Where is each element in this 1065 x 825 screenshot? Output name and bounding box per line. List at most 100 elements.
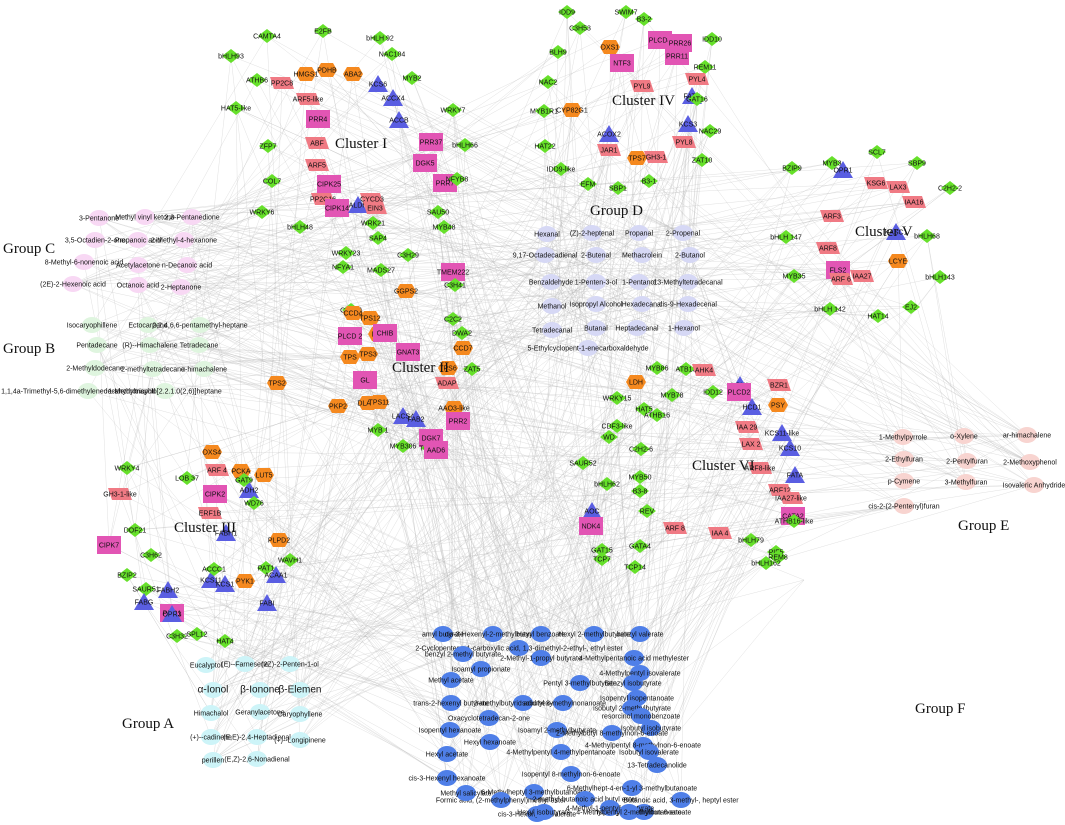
gene-node[interactable]: TPS7	[627, 151, 647, 165]
metabolite-node[interactable]: Methanol	[538, 298, 567, 314]
metabolite-node[interactable]: 1-Pentanol	[622, 274, 656, 290]
metabolite-node[interactable]: (2Z)-2-Penten-1-ol	[261, 656, 319, 672]
gene-node[interactable]: MYB78	[661, 388, 684, 402]
metabolite-node[interactable]: Hexanal	[534, 226, 560, 242]
gene-node[interactable]: B3-8	[631, 484, 649, 498]
metabolite-node[interactable]: 1-Methyltricyclo[2.2.1.0(2,6)]heptane	[108, 383, 222, 399]
gene-node[interactable]: C2H2-6	[629, 442, 653, 456]
gene-node[interactable]: WRKY7	[441, 103, 466, 117]
gene-node[interactable]: MYB86	[646, 361, 669, 375]
metabolite-node[interactable]: Butanal	[584, 320, 608, 336]
gene-node[interactable]: ATB13	[676, 362, 697, 376]
gene-node[interactable]: SCL7	[868, 145, 886, 159]
gene-node[interactable]: PLCD4	[648, 31, 672, 49]
metabolite-node[interactable]: benzyl 2-methyl butyrate	[425, 646, 501, 662]
gene-node[interactable]: EJ2	[902, 300, 920, 314]
metabolite-node[interactable]: 3-Methylfuran	[945, 474, 988, 490]
metabolite-node[interactable]: amyl butyrate	[422, 626, 464, 642]
gene-node[interactable]: ACCC1	[202, 562, 226, 576]
metabolite-node[interactable]: 2-Cyclopentene-1-carboxylic acid, 1,3-di…	[415, 640, 623, 656]
gene-node[interactable]: IAA27	[850, 270, 874, 282]
gene-node[interactable]: NFYA1	[332, 260, 354, 274]
gene-node[interactable]: IDD9	[558, 5, 576, 19]
metabolite-node[interactable]: Propanoic acid	[115, 232, 161, 248]
metabolite-node[interactable]: (2E)-2-Hexenoic acid	[40, 276, 106, 292]
gene-node[interactable]: CIPK14	[325, 199, 349, 217]
gene-node[interactable]: bHLH66	[452, 138, 478, 152]
gene-node[interactable]: HAT22	[534, 139, 556, 153]
metabolite-node[interactable]: 1-Methylpyrrole	[879, 429, 927, 445]
gene-node[interactable]: ARF 4	[205, 464, 229, 476]
metabolite-node[interactable]: 4-Methylpentyl 4-methylpentanoate	[506, 744, 616, 760]
gene-node[interactable]: JAR1	[597, 144, 621, 156]
gene-node[interactable]: TPS6	[438, 361, 458, 375]
metabolite-node[interactable]: Isobutyl 8-methylnon-6-enoate	[597, 804, 692, 820]
gene-node[interactable]: PSY	[768, 398, 788, 412]
gene-node[interactable]: TPS	[340, 350, 360, 364]
gene-node[interactable]: C3H32	[166, 629, 188, 643]
metabolite-node[interactable]: 4-Methylpentanoic acid methylester	[579, 650, 690, 666]
gene-node[interactable]: REM11	[694, 60, 717, 74]
gene-node[interactable]: MYB3	[822, 156, 842, 170]
gene-node[interactable]: SAP4	[369, 231, 387, 245]
gene-node[interactable]: NAC2	[539, 75, 558, 89]
gene-node[interactable]: FABH2	[157, 581, 179, 598]
metabolite-node[interactable]: 8-Methyl-6-nonenoic acid	[45, 254, 124, 270]
metabolite-node[interactable]: 2,3-Pentanedione	[164, 209, 220, 225]
metabolite-node[interactable]: 1-Hexanol	[668, 320, 700, 336]
gene-node[interactable]: OPR1	[833, 161, 853, 178]
gene-node[interactable]: ACCX4	[381, 89, 405, 106]
metabolite-node[interactable]: Isopentyl 8-methylnon-6-enoate	[522, 766, 621, 782]
gene-node[interactable]: ARF 8	[663, 522, 687, 534]
metabolite-node[interactable]: Hexyl 2-methylbutyrate	[558, 626, 630, 642]
metabolite-node[interactable]: Hexyl benzoate	[517, 626, 565, 642]
gene-node[interactable]: E2FB	[314, 24, 332, 38]
gene-node[interactable]: B3-2	[635, 12, 653, 26]
gene-node[interactable]: C3H62	[140, 548, 162, 562]
metabolite-node[interactable]: Heptadecanal	[615, 320, 659, 336]
metabolite-node[interactable]: Butanoic acid, 3-methyl-, heptyl ester	[623, 792, 739, 808]
gene-node[interactable]: COL7	[263, 174, 281, 188]
gene-node[interactable]: TPS3	[358, 347, 378, 361]
metabolite-node[interactable]: β-Ionone	[240, 682, 280, 698]
metabolite-node[interactable]: 4-Methylpentyl 2-methylbutanoate	[576, 804, 682, 820]
metabolite-node[interactable]: Hexyl hexanoate	[464, 734, 516, 750]
gene-node[interactable]: ABF	[305, 137, 329, 149]
gene-node[interactable]: SAU50	[427, 205, 449, 219]
gene-node[interactable]: GGPS2	[394, 284, 418, 298]
gene-node[interactable]: ARF5	[305, 159, 329, 171]
gene-node[interactable]: C3H53	[569, 21, 591, 35]
gene-node[interactable]: PKP2	[328, 399, 348, 413]
gene-node[interactable]: NAC29	[699, 124, 722, 138]
gene-node[interactable]: PYL8	[672, 136, 696, 148]
metabolite-node[interactable]: Pentadecane	[76, 337, 118, 353]
metabolite-node[interactable]: α-Ionol	[198, 682, 229, 698]
metabolite-node[interactable]: o-Xylene	[950, 428, 978, 444]
gene-node[interactable]: CIPK2	[203, 485, 227, 503]
metabolite-node[interactable]: 2-methyltetradecane	[121, 361, 185, 377]
gene-node[interactable]: AAO3-like	[438, 401, 470, 415]
metabolite-node[interactable]: Ectocarpene	[128, 317, 168, 333]
gene-node[interactable]: ADAP	[435, 377, 459, 389]
gene-node[interactable]: FATA	[785, 466, 805, 483]
gene-node[interactable]: TPS2	[267, 376, 287, 390]
metabolite-node[interactable]: Tetradecane	[180, 337, 219, 353]
metabolite-node[interactable]: ar-himachalene	[1003, 427, 1051, 443]
metabolite-node[interactable]: Hexyl isobutyrate	[517, 804, 571, 820]
gene-node[interactable]: FABG	[134, 593, 154, 610]
metabolite-node[interactable]: Pentyl 3-methylbutyrate	[543, 675, 617, 691]
gene-node[interactable]: FAB2	[406, 410, 426, 427]
gene-node[interactable]: PYL9	[630, 80, 654, 92]
gene-node[interactable]: LAX 2	[739, 438, 763, 450]
metabolite-node[interactable]: Isobutyl 8-methylnonanoate	[520, 695, 606, 711]
metabolite-node[interactable]: resorcinol monobenzoate	[602, 708, 681, 724]
gene-node[interactable]: ATHB16-like	[775, 514, 814, 528]
metabolite-node[interactable]: Formic acid, (2-methylphenyl)methyl este…	[436, 792, 567, 808]
gene-node[interactable]: MYB35	[783, 269, 806, 283]
gene-node[interactable]: PRR4	[306, 110, 330, 128]
metabolite-node[interactable]: (+)--cadinene	[190, 729, 232, 745]
gene-node[interactable]: ACCB	[389, 111, 409, 128]
metabolite-node[interactable]: 2-Propenal	[666, 225, 701, 241]
metabolite-node[interactable]: 1,1,4a-Trimethyl-5,6-dimethylenedecahydr…	[1, 383, 175, 399]
gene-node[interactable]: DGK5	[413, 154, 437, 172]
